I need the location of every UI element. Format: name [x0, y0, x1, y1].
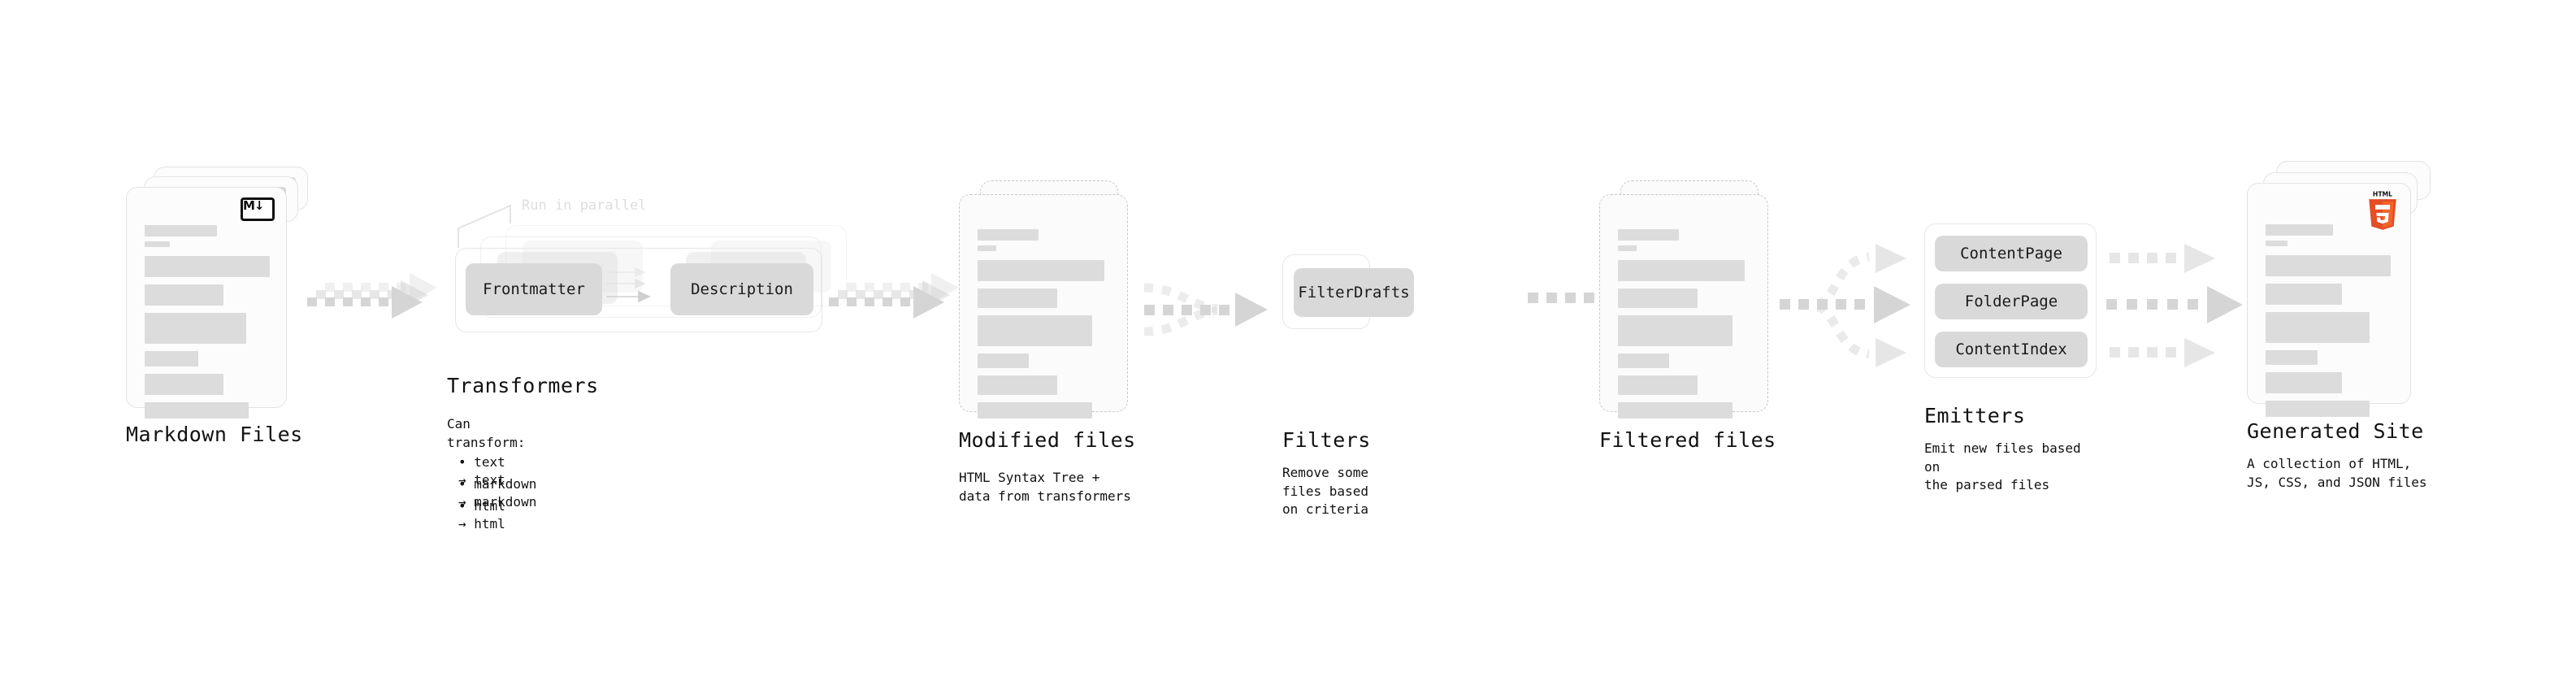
transformer-chip-description[interactable]: Description	[670, 263, 813, 315]
transformers-bullet-2: • markdown → markdown	[458, 475, 537, 510]
transformers-subtitle: Can transform:	[447, 416, 526, 450]
transformer-panel-front: Frontmatter Description	[455, 248, 822, 332]
connector-modified-to-filters	[1138, 258, 1292, 364]
generated-site-subtitle: A collection of HTML, JS, CSS, and JSON …	[2247, 456, 2427, 490]
connector-emitters-to-site	[2106, 236, 2269, 390]
document-content-lines	[2266, 224, 2396, 417]
transformers-bullet-2-label: markdown → markdown	[458, 475, 537, 510]
transformers-bullet-1: • text → text	[458, 453, 505, 488]
emitter-chip-contentpage[interactable]: ContentPage	[1935, 236, 2088, 271]
transformer-chip-description-label: Description	[691, 280, 793, 298]
emitter-chip-contentindex-label: ContentIndex	[1955, 340, 2067, 358]
filters-title: Filters	[1282, 428, 1371, 452]
generated-card-html: HTML	[2247, 183, 2411, 417]
stage-markdown-files: M↓ M↓ M↓	[126, 167, 313, 446]
connector-filtered-to-emitters	[1778, 236, 1941, 390]
emitter-chip-contentpage-label: ContentPage	[1960, 245, 2062, 262]
filter-chip-filterdrafts-label: FilterDrafts	[1298, 284, 1410, 301]
emitter-chip-contentindex[interactable]: ContentIndex	[1935, 332, 2088, 367]
stage-filters: FilterDrafts Filters Remove some files b…	[1282, 254, 1414, 517]
document-content-lines	[145, 225, 271, 419]
emitters-subtitle: Emit new files based on the parsed files	[1924, 440, 2081, 493]
document-content-lines	[1618, 229, 1753, 419]
generated-site-stack: CSS JS HTML	[2247, 161, 2434, 417]
transformer-chip-frontmatter-label: Frontmatter	[483, 280, 585, 298]
emitters-title: Emitters	[1924, 404, 2026, 427]
generated-site-title: Generated Site	[2247, 419, 2424, 443]
transformers-bullet-1-label: text → text	[458, 453, 505, 488]
html5-icon: HTML	[2366, 190, 2400, 230]
svg-text:HTML: HTML	[2373, 191, 2392, 198]
transformer-chip-frontmatter[interactable]: Frontmatter	[466, 263, 602, 315]
markdown-files-title: Markdown Files	[126, 423, 303, 446]
filtered-file-stack	[1599, 180, 1778, 419]
connector-markdown-to-transformers	[307, 268, 453, 341]
modified-file-stack	[959, 180, 1138, 419]
markdown-icon: M↓	[241, 197, 275, 221]
stage-filtered-files: Filtered files	[1599, 180, 1778, 452]
filtered-card-front	[1599, 194, 1768, 419]
modified-card-front	[959, 194, 1128, 419]
filter-chip-filterdrafts[interactable]: FilterDrafts	[1294, 268, 1414, 317]
stage-generated-site: CSS JS HTML	[2247, 161, 2434, 490]
emitter-chip-folderpage-label: FolderPage	[1964, 293, 2058, 310]
emitter-chip-folderpage[interactable]: FolderPage	[1935, 284, 2088, 319]
stage-modified-files: Modified files HTML Syntax Tree + data f…	[959, 180, 1138, 504]
connector-transformers-to-modified	[829, 268, 975, 341]
modified-files-title: Modified files	[959, 428, 1136, 452]
stage-emitters: ContentPage FolderPage ContentIndex Emit…	[1924, 223, 2097, 492]
filtered-files-title: Filtered files	[1599, 428, 1776, 452]
run-in-parallel-note: Run in parallel	[522, 197, 647, 214]
markdown-card-front: M↓	[126, 187, 287, 419]
modified-files-subtitle: HTML Syntax Tree + data from transformer…	[959, 470, 1131, 504]
emitters-panel: ContentPage FolderPage ContentIndex	[1924, 223, 2097, 378]
filters-subtitle: Remove some files based on criteria	[1282, 465, 1368, 518]
filters-panel: FilterDrafts	[1282, 254, 1414, 329]
markdown-file-stack: M↓ M↓ M↓	[126, 167, 313, 419]
transformers-bullet-3: • html → html	[458, 497, 505, 532]
transformers-bullet-3-label: html → html	[458, 497, 505, 532]
transformers-title: Transformers	[447, 374, 599, 397]
document-content-lines	[978, 229, 1112, 419]
